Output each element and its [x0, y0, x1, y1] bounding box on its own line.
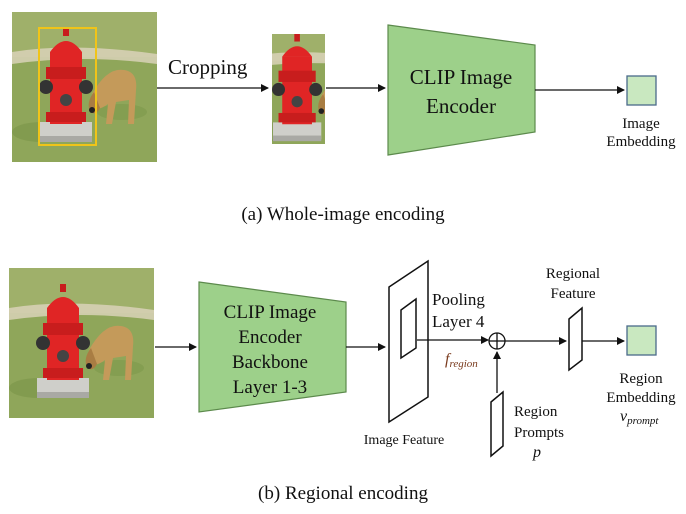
panel-a: Cropping CLIP Image Encoder Image Embedd… — [12, 12, 676, 225]
image-embedding-box — [626, 75, 657, 106]
prompts-label-line2: Prompts — [514, 425, 564, 441]
clip-encoder-a — [387, 24, 536, 156]
sum-operator — [488, 332, 506, 350]
backbone-label-line3: Backbone — [232, 352, 308, 373]
clip-backbone — [198, 281, 347, 413]
f-region-main: f — [445, 351, 452, 368]
backbone-label-line4: Layer 1-3 — [233, 377, 307, 398]
encoder-label-a-line2: Encoder — [426, 94, 496, 118]
region-prompts-box — [490, 390, 504, 458]
regional-feature-label-line1: Regional — [546, 266, 600, 282]
image-feature-label: Image Feature — [364, 433, 444, 448]
region-embedding-label-line1: Region — [619, 371, 663, 387]
panel-b: CLIP Image Encoder Backbone Layer 1-3 Im… — [9, 259, 676, 504]
prompts-symbol: p — [532, 444, 541, 461]
v-prompt-sub: prompt — [626, 415, 659, 427]
prompts-label-line1: Region — [514, 404, 558, 420]
crop-label: Cropping — [168, 55, 248, 79]
region-embedding-label-line2: Embedding — [606, 390, 676, 406]
crop-box — [38, 27, 97, 146]
cropped-image — [272, 34, 325, 144]
pooling-label-line2: Layer 4 — [432, 312, 485, 331]
image-embedding-label-line1: Image — [622, 116, 660, 132]
image-embedding-label-line2: Embedding — [606, 134, 676, 150]
regional-feature-label-line2: Feature — [551, 286, 596, 302]
v-prompt-main: v — [620, 408, 628, 425]
input-image-a — [12, 12, 157, 162]
encoder-label-a-line1: CLIP Image — [410, 65, 512, 89]
v-prompt-symbol: vprompt — [620, 408, 659, 427]
f-region-sub: region — [449, 358, 478, 370]
input-image-b — [9, 268, 154, 418]
pooling-label-line1: Pooling — [432, 290, 485, 309]
f-region-symbol: fregion — [445, 351, 478, 370]
caption-a: (a) Whole-image encoding — [241, 204, 445, 225]
regional-feature-box — [568, 306, 583, 372]
backbone-label-line2: Encoder — [238, 327, 302, 348]
caption-b: (b) Regional encoding — [258, 483, 428, 504]
region-embedding-box — [626, 325, 657, 356]
backbone-label-line1: CLIP Image — [224, 302, 317, 323]
roi-region — [400, 297, 417, 360]
